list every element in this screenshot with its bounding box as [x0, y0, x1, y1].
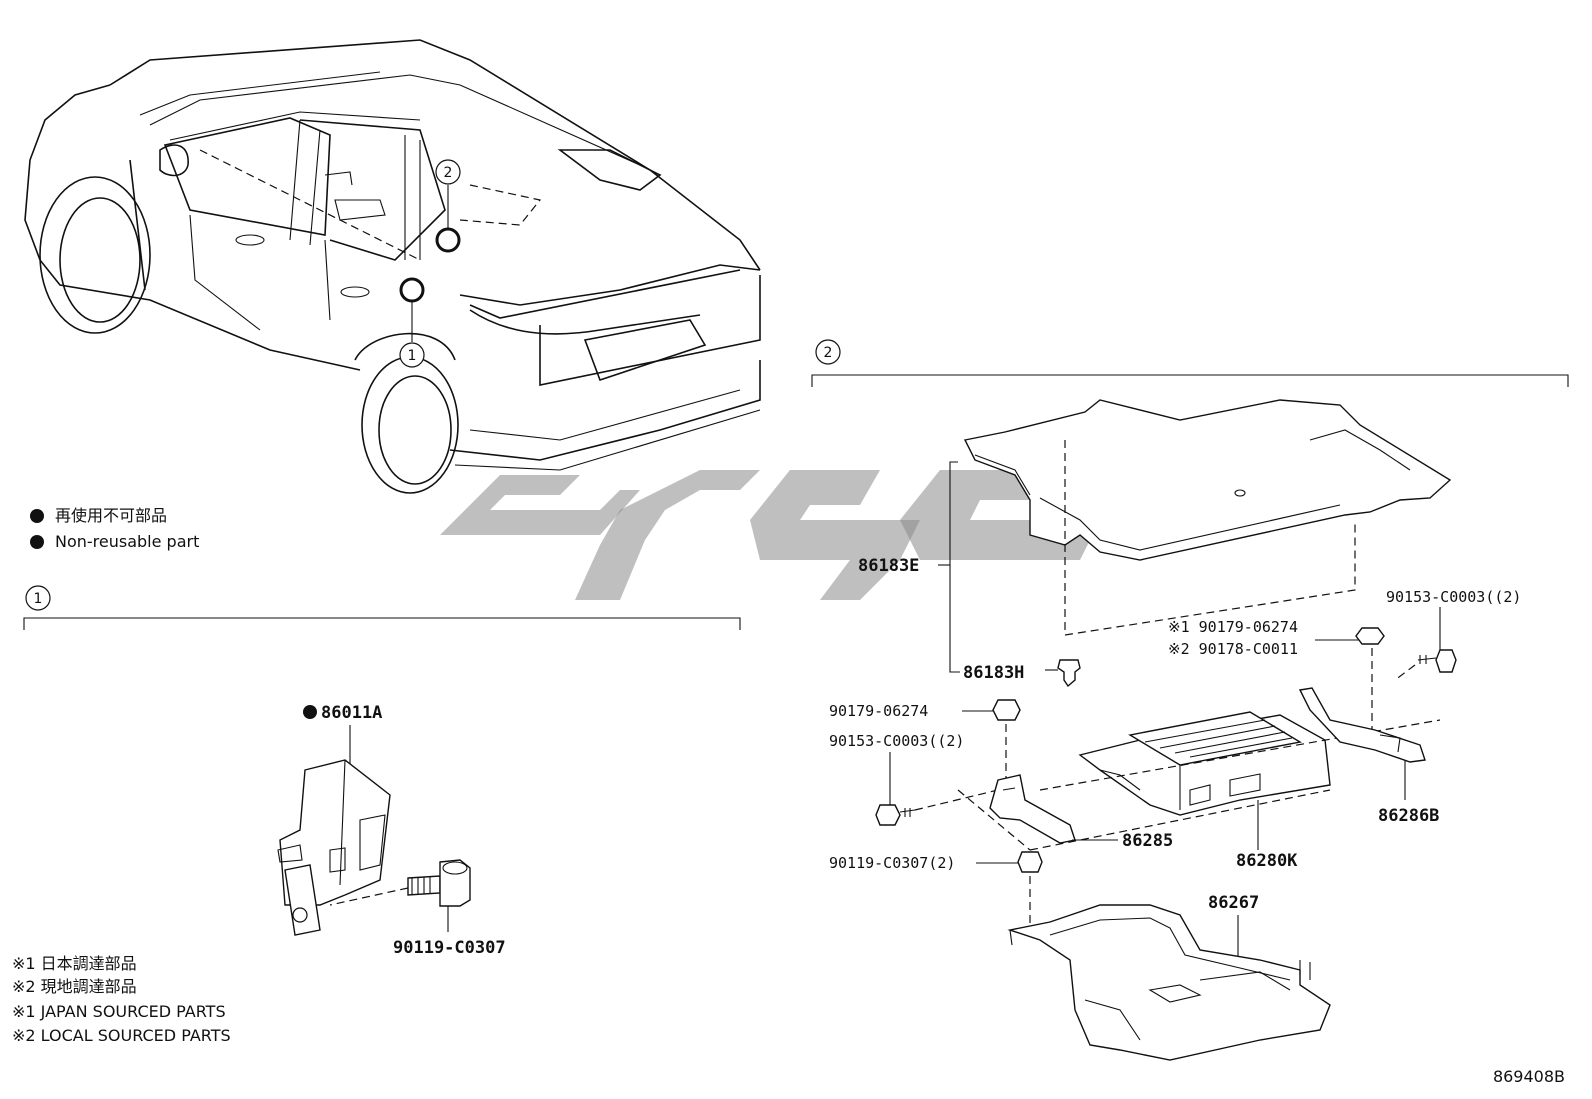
footnotes: ※1 日本調達部品 ※2 現地調達部品 ※1 JAPAN SOURCED PAR… [12, 954, 231, 1045]
footnote-jp-1: ※1 日本調達部品 [12, 954, 137, 973]
section-1-number: 1 [34, 591, 43, 607]
callout-1: 1 [408, 348, 417, 364]
part-label-90119-C0307: 90119-C0307 [393, 938, 506, 958]
part-label-90178-C0011-note2: ※2 90178-C0011 [1168, 640, 1298, 658]
section-2: 2 86183E 86183H ※1 90179-06274 ※2 90178-… [811, 339, 1569, 1061]
section-2-number: 2 [824, 345, 833, 361]
legend-non-reusable-en: Non-reusable part [55, 532, 199, 551]
watermark-logo [440, 470, 1120, 600]
part-label-90153-C0003-right: 90153-C0003((2) [1386, 588, 1521, 606]
part-label-86183E: 86183E [858, 556, 919, 576]
section-1: 1 86011A 90119-C0307 [23, 585, 741, 958]
part-label-86011A: 86011A [321, 703, 382, 723]
part-label-90153-C0003-left: 90153-C0003((2) [829, 732, 964, 750]
footnote-en-1: ※1 JAPAN SOURCED PARTS [12, 1002, 226, 1021]
vehicle-illustration: 2 1 [24, 39, 761, 494]
part-label-86286B: 86286B [1378, 806, 1439, 826]
diagram-id: 869408B [1493, 1067, 1565, 1086]
part-label-90119-C0307-2: 90119-C0307(2) [829, 854, 955, 872]
footnote-en-2: ※2 LOCAL SOURCED PARTS [12, 1026, 231, 1045]
legend-non-reusable-jp: 再使用不可部品 [55, 506, 167, 525]
part-label-86285: 86285 [1122, 831, 1173, 851]
legend: 再使用不可部品 Non-reusable part [30, 506, 199, 551]
part-label-86183H: 86183H [963, 663, 1024, 683]
part-label-90179-06274: 90179-06274 [829, 702, 928, 720]
part-label-86267: 86267 [1208, 893, 1259, 913]
callout-2: 2 [444, 165, 453, 181]
footnote-jp-2: ※2 現地調達部品 [12, 977, 137, 996]
part-label-86280K: 86280K [1236, 851, 1298, 871]
part-label-90179-06274-note1: ※1 90179-06274 [1168, 618, 1298, 636]
